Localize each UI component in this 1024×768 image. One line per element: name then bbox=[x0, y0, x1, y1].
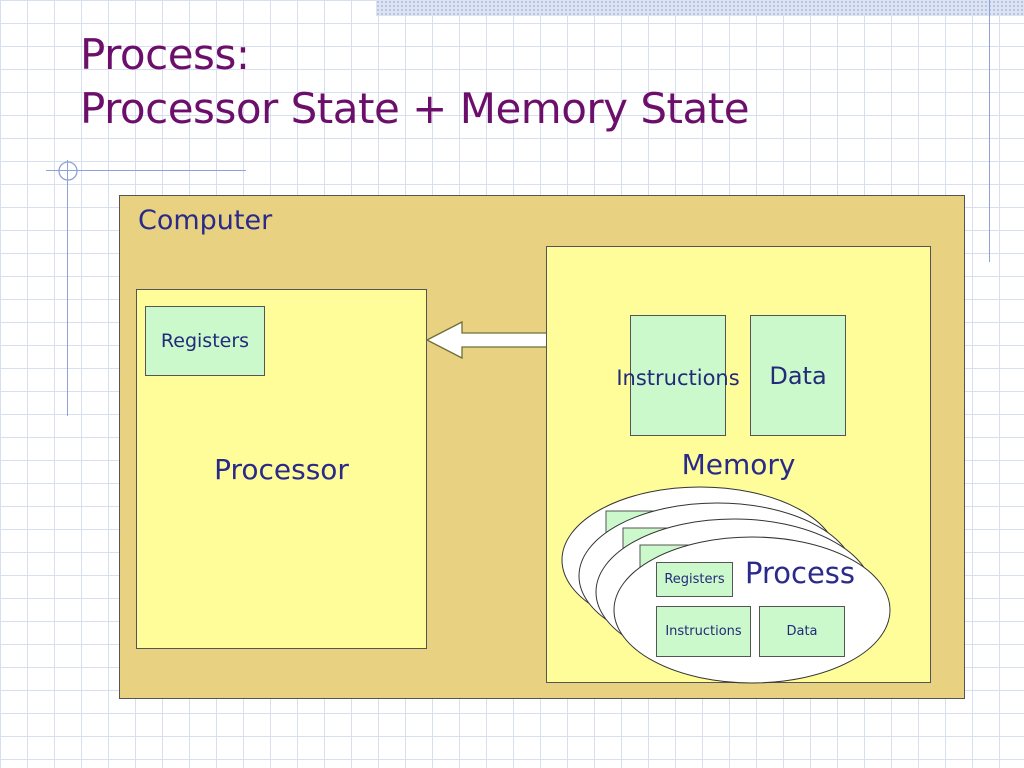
slide-title: Process: Processor State + Memory State bbox=[80, 28, 750, 136]
left-vertical-accent-line bbox=[67, 160, 68, 416]
processor-registers-box: Registers bbox=[145, 306, 265, 376]
memory-data-box: Data bbox=[750, 315, 846, 436]
title-underline bbox=[46, 170, 246, 171]
process-label: Process bbox=[745, 556, 856, 590]
computer-label: Computer bbox=[138, 205, 273, 236]
crosshair-circle-icon bbox=[58, 161, 78, 181]
process-instructions-box: Instructions bbox=[656, 606, 751, 657]
memory-instructions-box bbox=[630, 315, 726, 436]
title-line-1: Process: bbox=[80, 30, 250, 79]
memory-instructions-label: Instructions bbox=[616, 366, 740, 390]
process-registers-box: Registers bbox=[656, 562, 733, 597]
right-vertical-accent-line bbox=[989, 0, 990, 262]
process-data-box: Data bbox=[759, 606, 845, 657]
title-line-2: Processor State + Memory State bbox=[80, 84, 750, 133]
memory-label: Memory bbox=[681, 448, 796, 481]
processor-label: Processor bbox=[214, 453, 349, 486]
top-decorative-band bbox=[376, 0, 1024, 16]
processor-box bbox=[136, 289, 427, 649]
